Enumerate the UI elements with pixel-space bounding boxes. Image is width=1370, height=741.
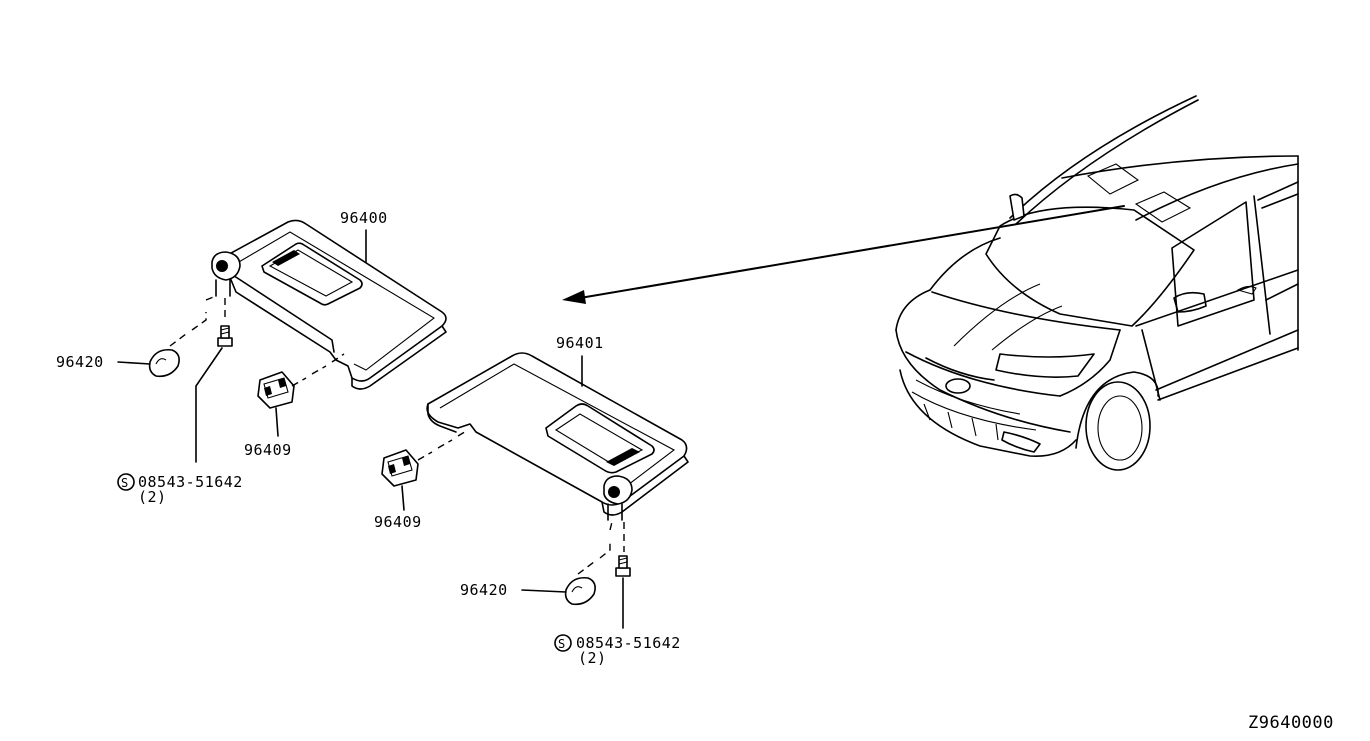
screw-left[interactable] (217, 298, 233, 347)
part-number-96409-right: 96409 (374, 513, 422, 531)
part-number-96420-left: 96420 (56, 353, 104, 371)
screw-right[interactable] (615, 522, 631, 629)
leader-screw-left (195, 347, 223, 463)
visor-holder-left[interactable] (257, 353, 345, 437)
label-part-96420-left: 96420 (56, 353, 151, 371)
visor-holder-right[interactable] (381, 429, 469, 511)
screw-number-right: 08543-51642 (576, 634, 681, 652)
part-number-96409-left: 96409 (244, 441, 292, 459)
diagram-code: Z9640000 (1248, 713, 1334, 733)
screw-symbol-left: S (121, 476, 129, 490)
label-screw-left: S 08543-51642 (2) (117, 473, 243, 506)
cap-left[interactable] (148, 295, 217, 378)
label-part-96420-right: 96420 (460, 581, 567, 599)
label-part-96401: 96401 (556, 334, 604, 387)
screw-symbol-right: S (558, 637, 566, 651)
part-number-96400: 96400 (340, 209, 388, 227)
part-number-96401: 96401 (556, 334, 604, 352)
screw-qty-left: (2) (138, 488, 167, 506)
screw-qty-right: (2) (578, 649, 607, 667)
label-part-96409-right: 96409 (374, 513, 422, 531)
label-part-96400: 96400 (340, 209, 388, 263)
sun-visor-left[interactable] (211, 219, 447, 390)
part-number-96420-right: 96420 (460, 581, 508, 599)
cap-right[interactable] (564, 521, 613, 606)
location-arrow (562, 205, 1125, 304)
sun-visor-right[interactable] (426, 352, 689, 521)
vehicle-illustration (895, 95, 1299, 471)
label-part-96409-left: 96409 (244, 441, 292, 459)
label-screw-right: S 08543-51642 (2) (554, 634, 681, 667)
screw-number-left: 08543-51642 (138, 473, 243, 491)
